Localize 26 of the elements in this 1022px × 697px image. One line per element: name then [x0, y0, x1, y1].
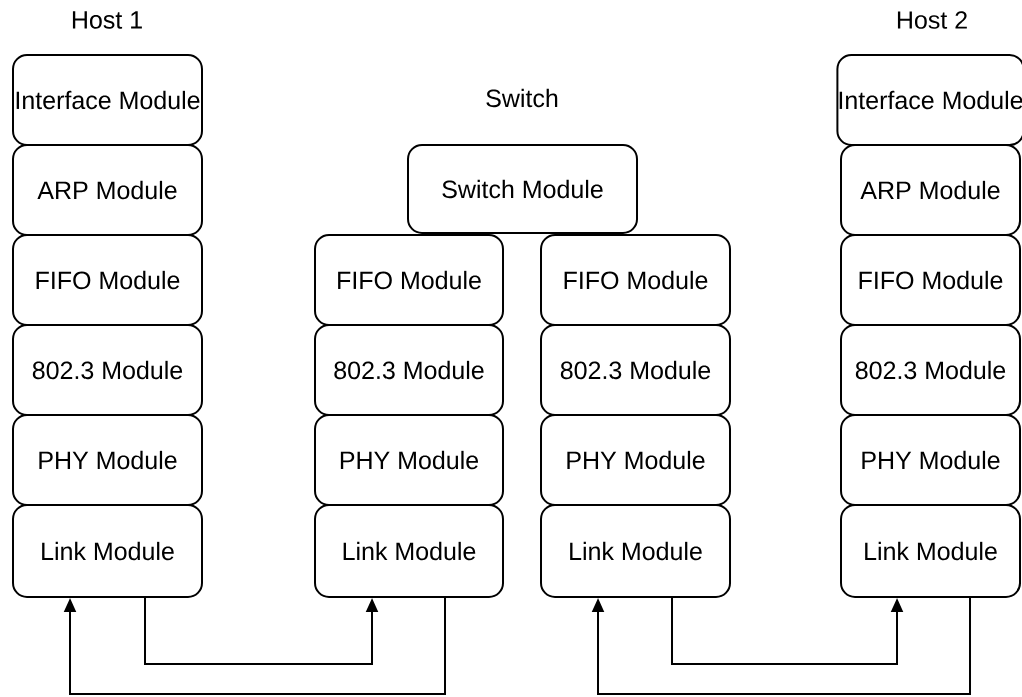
module-box: 802.3 Module: [540, 324, 731, 416]
module-box: ARP Module: [840, 144, 1021, 236]
module-box: Switch Module: [407, 144, 638, 234]
module-box: Link Module: [840, 504, 1021, 598]
module-box: 802.3 Module: [314, 324, 504, 416]
module-box: FIFO Module: [840, 234, 1021, 326]
module-box: 802.3 Module: [840, 324, 1021, 416]
module-box: 802.3 Module: [12, 324, 203, 416]
heading: Host 1: [72, 11, 142, 29]
module-box: Link Module: [314, 504, 504, 598]
module-box: FIFO Module: [12, 234, 203, 326]
module-box: FIFO Module: [540, 234, 731, 326]
connector-arrow: [591, 597, 971, 695]
module-box: Interface Module: [836, 54, 1022, 146]
module-box: Link Module: [540, 504, 731, 598]
module-box: PHY Module: [12, 414, 203, 506]
module-box: FIFO Module: [314, 234, 504, 326]
module-box: PHY Module: [840, 414, 1021, 506]
module-box: PHY Module: [540, 414, 731, 506]
heading: Switch: [486, 88, 558, 108]
module-box: ARP Module: [12, 144, 203, 236]
module-box: Link Module: [12, 504, 203, 598]
heading: Host 2: [897, 11, 967, 29]
module-box: Interface Module: [12, 54, 203, 146]
module-box: PHY Module: [314, 414, 504, 506]
connector-arrow: [63, 597, 446, 695]
